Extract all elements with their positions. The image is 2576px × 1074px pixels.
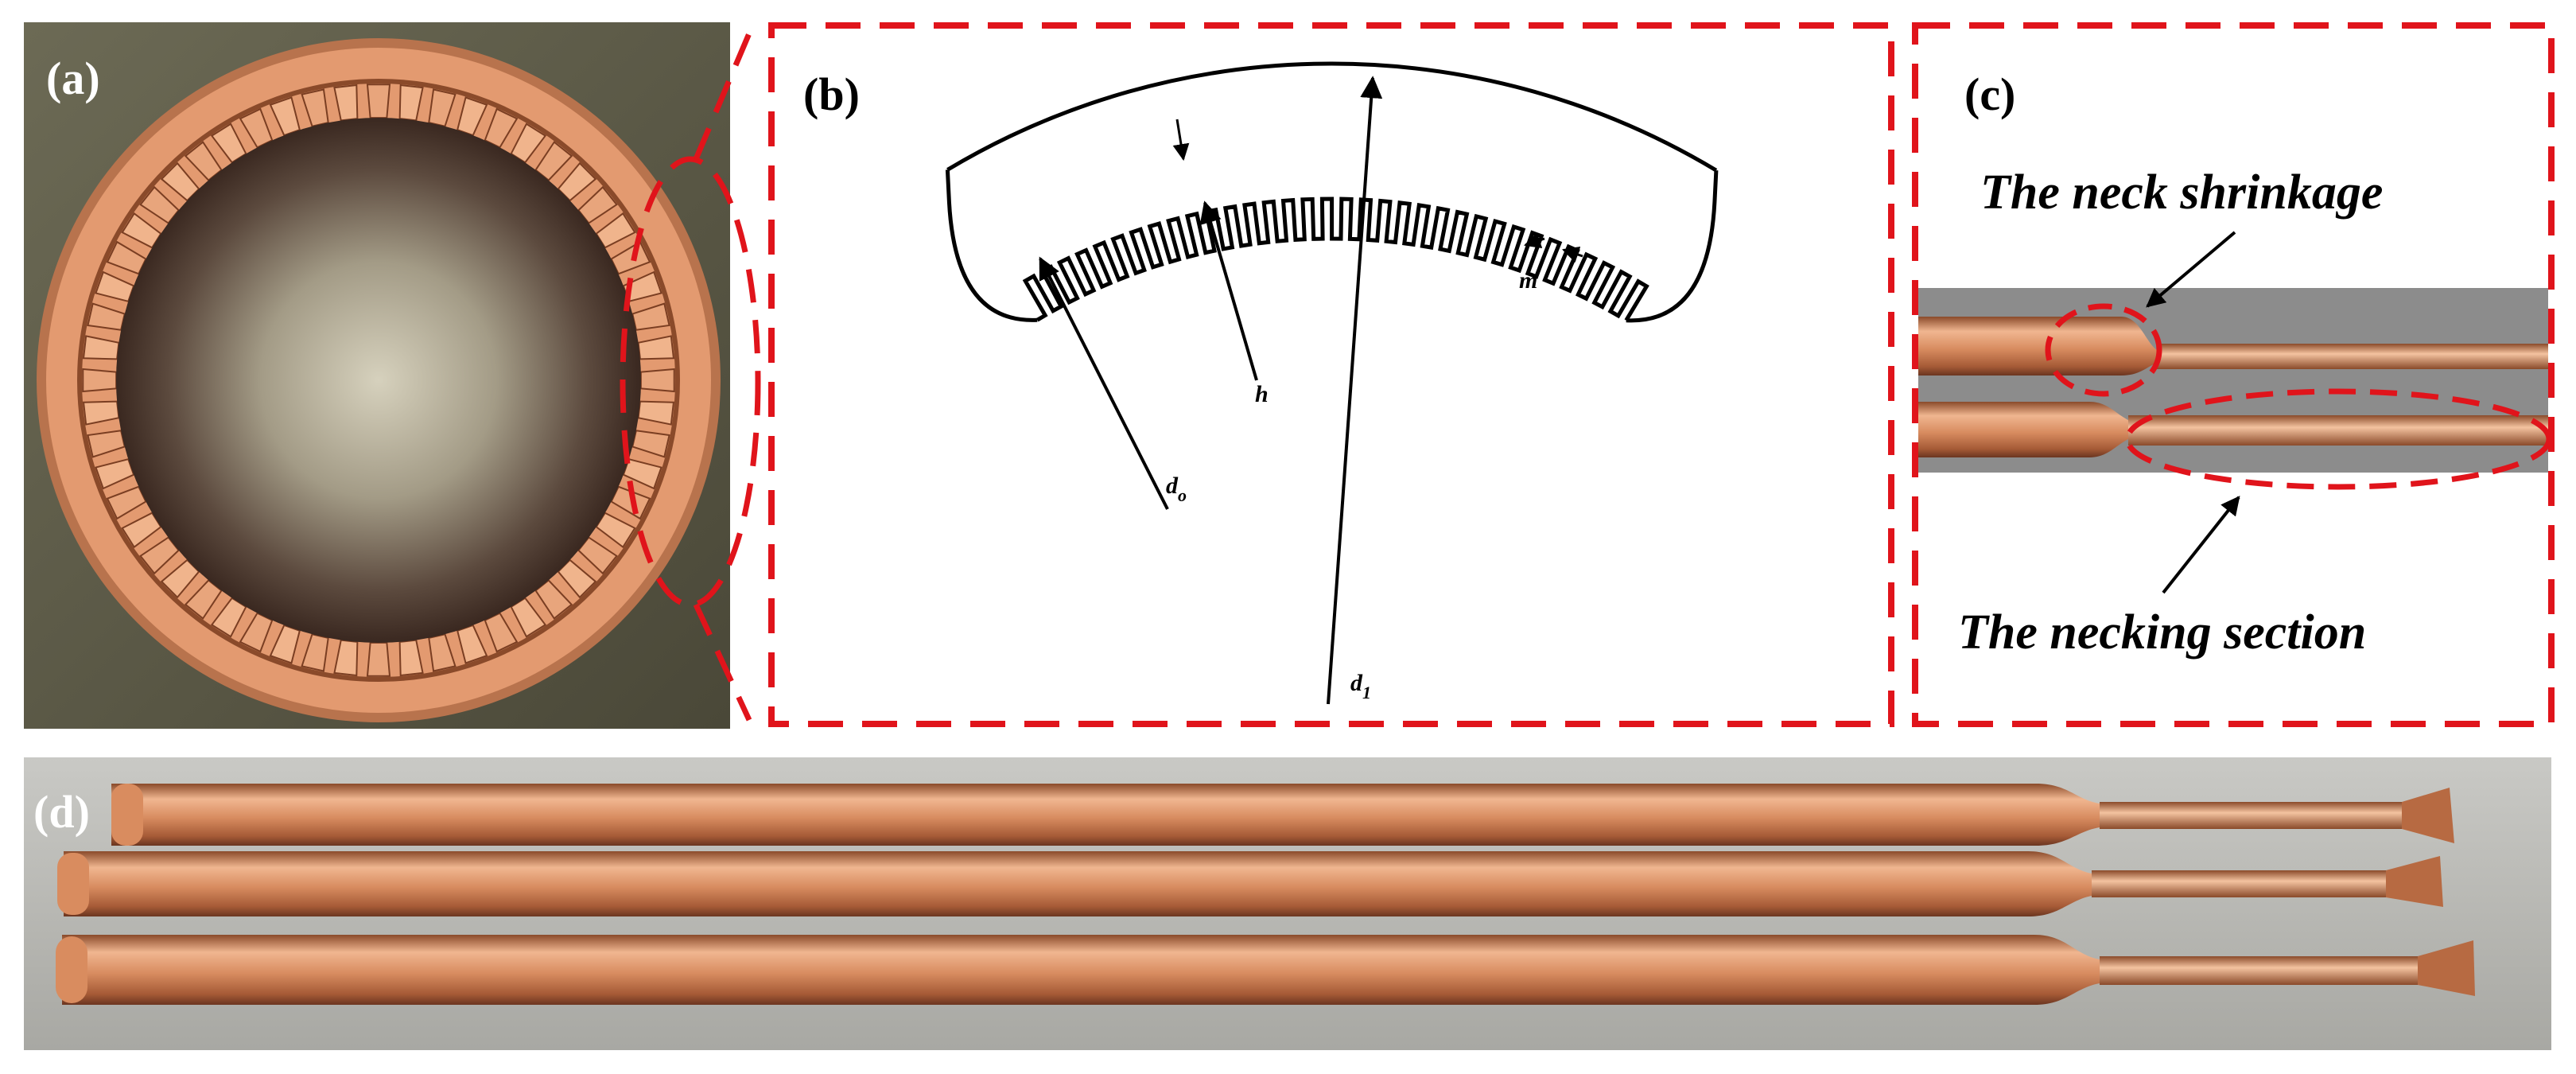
cross-section-right-end [1626, 169, 1719, 323]
heat-pipe-1-thin [2100, 802, 2402, 829]
upper-tube-thin [2157, 344, 2548, 369]
fin-base-ring [77, 79, 680, 682]
upper-tube-thick [1918, 317, 2121, 376]
inner-fin [333, 639, 359, 677]
neck-shrinkage-text: The neck shrinkage [1980, 165, 2383, 220]
zoom-ellipse [620, 156, 761, 608]
inner-fin [639, 368, 675, 393]
inner-fin [95, 270, 135, 303]
inner-fin [622, 457, 662, 490]
inner-fin [82, 368, 118, 393]
inner-fin [301, 633, 329, 672]
panel-b: (b) h m do d1 [768, 22, 1894, 727]
cross-section-outer-arc [946, 61, 1718, 173]
heat-pipe-2-end [57, 853, 89, 915]
inner-fin [269, 96, 301, 137]
label-d1-sub: 1 [1362, 683, 1371, 702]
label-do-sub: o [1178, 485, 1187, 505]
heat-pipe-1-end [111, 784, 143, 846]
heat-pipe-2-thin [2092, 870, 2386, 897]
heat-pipe-3-end [56, 936, 87, 1003]
h-dimension-tick [1172, 119, 1190, 161]
necking-section-marker [2124, 388, 2552, 490]
label-m: m [1519, 267, 1537, 294]
inner-fin [631, 302, 670, 331]
heat-pipe-3-body [62, 935, 2034, 1005]
label-do: do [1166, 473, 1187, 505]
m-dimension-right [1562, 247, 1583, 263]
zoom-connector-top [693, 32, 752, 161]
inner-fin [160, 558, 200, 599]
inner-fin [87, 430, 126, 458]
upper-tube-shrink [2121, 317, 2157, 376]
panel-d-label: (d) [33, 786, 90, 838]
panel-c-label: (c) [1964, 68, 2015, 120]
panel-a: (a) [24, 22, 730, 729]
lower-tube-thick [1918, 402, 2089, 457]
inner-fin [637, 400, 675, 426]
panel-b-label: (b) [803, 68, 860, 120]
inner-fin [184, 141, 223, 181]
cross-section-left-end [945, 169, 1038, 322]
zoom-connector-bottom [693, 603, 752, 722]
panel-c: (c) The neck shrinkage The necking secti… [1912, 22, 2555, 727]
inner-fin [82, 335, 120, 360]
tube-bore [116, 118, 641, 643]
inner-fin [269, 624, 301, 664]
heat-pipe-1-body [111, 784, 2036, 846]
heat-pipe-1-neck [2036, 784, 2100, 846]
inner-fin [428, 88, 457, 127]
heat-pipe-3-tip [2418, 940, 2475, 996]
label-h: h [1255, 381, 1269, 407]
inner-fin [428, 633, 457, 672]
inner-fin [301, 88, 329, 127]
heat-pipe-2 [57, 851, 2443, 916]
d1-dimension-line [1327, 76, 1383, 705]
necking-section-text: The necking section [1958, 605, 2366, 660]
cross-section-grooved-profile [1022, 197, 1649, 322]
heat-pipe-3-neck [2034, 935, 2100, 1005]
label-d1-main: d [1350, 670, 1363, 696]
heat-pipe-1 [111, 784, 2454, 846]
neck-shrinkage-arrow [2146, 231, 2236, 308]
heat-pipe-2-tip [2386, 856, 2443, 907]
label-do-main: d [1166, 473, 1179, 499]
neck-shrinkage-marker [2045, 303, 2162, 397]
panel-b-frame [768, 22, 1894, 727]
heat-pipe-1-tip [2402, 788, 2454, 843]
lower-tube-shrink [2089, 402, 2128, 457]
lower-tube-thin [2128, 415, 2548, 446]
inner-fin [456, 624, 488, 664]
necking-section-arrow [2162, 496, 2240, 594]
heat-pipe-3-thin [2100, 956, 2418, 985]
inner-fin [366, 84, 391, 119]
do-dimension-line [1039, 256, 1169, 510]
inner-fin [631, 430, 670, 458]
panel-d: (d) [24, 757, 2551, 1050]
inner-fin [239, 612, 274, 653]
panel-a-label: (a) [46, 53, 100, 104]
inner-fin [366, 641, 391, 677]
m-dimension-left [1524, 232, 1545, 248]
inner-fin [139, 536, 180, 575]
heat-pipe-2-body [64, 851, 2028, 916]
h-dimension-line [1199, 200, 1258, 381]
inner-fin [398, 84, 424, 122]
heat-pipe-2-neck [2028, 851, 2092, 916]
inner-fin [577, 185, 618, 224]
heat-pipe-3 [56, 935, 2475, 1005]
label-d1: d1 [1350, 670, 1371, 702]
inner-fin [534, 579, 573, 620]
inner-fin [87, 302, 126, 331]
inner-fin [95, 457, 135, 490]
inner-fin [456, 96, 488, 137]
